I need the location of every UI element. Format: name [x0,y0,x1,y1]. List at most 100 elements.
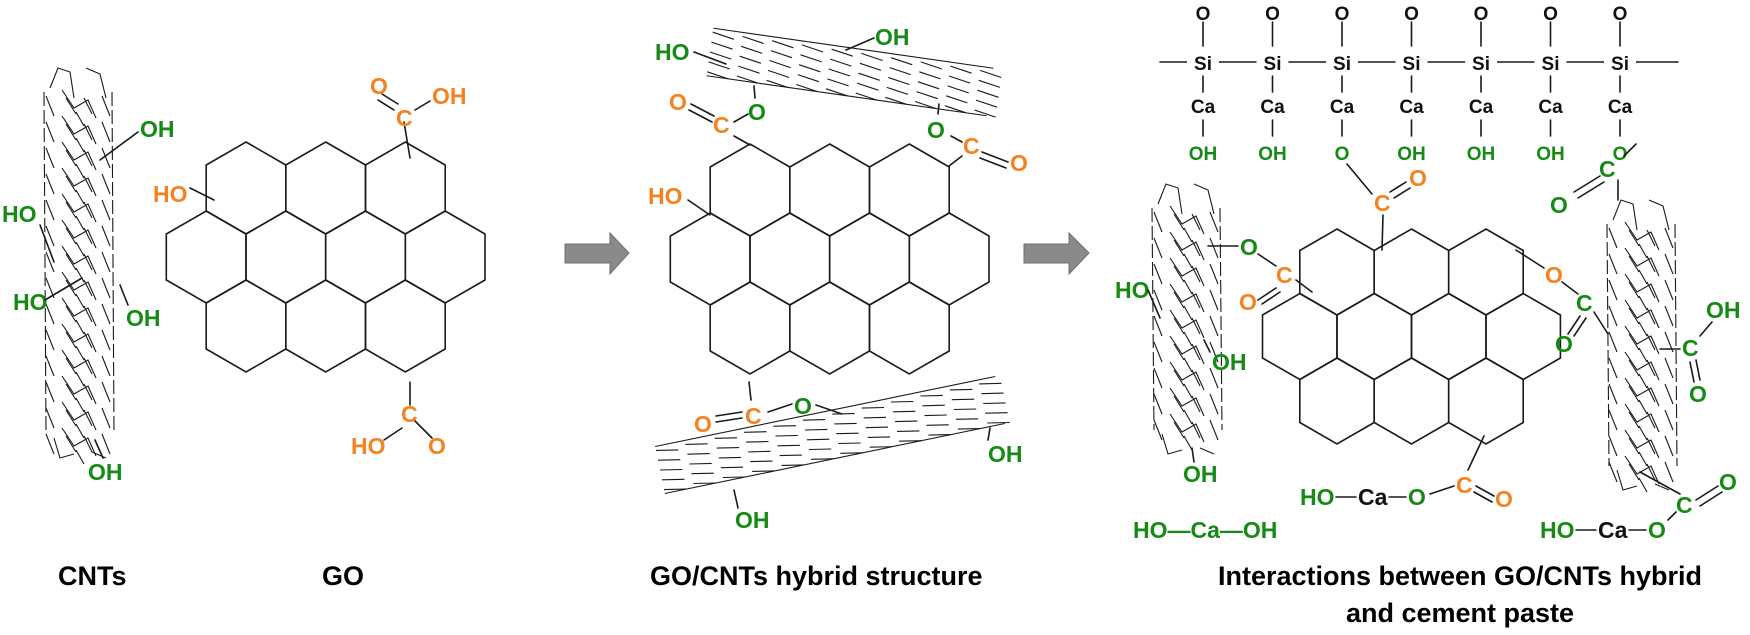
go-hexagon [205,279,287,373]
cnt-ring [45,115,111,153]
hybrid-ester-c: C [963,133,980,159]
interaction-hexagon [1373,357,1450,445]
go-carboxyl-o: O [370,73,388,99]
right-cnt-double-bond [1628,437,1656,455]
cnt-ring [45,271,111,309]
cnt-ring [45,401,111,439]
cnt-double-bond [65,123,93,141]
hybrid-bottom-cnt-oh: OH [988,441,1023,467]
csh-terminal-group: OH [1397,144,1426,165]
csh-ester-bonds [1346,163,1411,251]
si-mask [1326,48,1358,76]
csh-ester-o-double: O [1409,165,1427,191]
hybrid-hydroxyl: HO [648,183,683,209]
cnt-ring [45,323,111,361]
go-hexagon [205,141,287,235]
left-cnt-ring [1153,231,1219,269]
bottom-cnt-segment [657,392,1004,461]
csh-calcium: Ca [1469,97,1494,118]
bottom-cnt-segment [655,382,1002,451]
cnt-double-bond [65,227,93,245]
left-cnt-wall [1151,207,1223,431]
right-cnt-double-bond [1628,229,1656,247]
csh-terminal-group: OH [1467,144,1496,165]
right-ester-bonds [1515,249,1609,337]
csh-oxygen: O [1543,4,1558,25]
si-mask [1395,48,1428,76]
interaction-hexagon [1299,228,1375,316]
hybrid-ester-top-right-bonds [937,103,1009,169]
cnt-oh-group: OH [88,459,123,485]
csh-silicon: Si [1264,54,1282,75]
right-cnt-ring [1608,377,1674,415]
cnt-cap [49,67,107,459]
hybrid-bottom-cnt [655,375,1010,495]
right-cnt-double-bond [1628,281,1656,299]
bridge-ho: HO [1540,517,1575,543]
hybrid-hexagon [709,143,791,237]
csh-silicon: Si [1542,54,1560,75]
bridge-ca: Ca [1598,517,1628,543]
right-ester-o-link: O [1545,262,1563,288]
csh-terminal-group: O [1335,144,1350,165]
go-hexagon-lattice [165,141,486,373]
go-hydroxyl-bond [189,187,215,201]
go-carboxyl-bottom-bonds [383,381,433,441]
arrow-right-icon [564,231,630,276]
hybrid-hexagon [789,143,871,237]
right-cnt-ring [1608,429,1674,467]
right-cnt-ring [1608,273,1674,311]
left-ester-bonds [1257,253,1313,305]
csh-oxygen: O [1265,4,1280,25]
interaction-left-cnt [1151,183,1223,455]
right-cnt-cap [1612,199,1670,491]
interaction-hexagon [1261,292,1338,381]
left-cnt-ring [1153,283,1219,321]
hybrid-bottom-cnt-bonds [733,427,991,509]
right-cnt-o: O [1689,381,1707,407]
bridge-c: C [1456,472,1473,498]
right-cnt-double-bond [1628,359,1656,377]
csh-calcium: Ca [1330,97,1355,118]
right-cnt-wall [1606,223,1678,467]
hybrid-hexagon [789,281,871,375]
cnt-substituent-bonds [39,131,139,459]
bridge-o: O [1408,484,1426,510]
hybrid-hexagon [868,143,950,237]
hybrid-ester-o-link: O [794,393,812,419]
go-hexagon [285,141,367,235]
bridge-o: O [1648,517,1666,543]
csh-terminal-group: OH [1536,144,1565,165]
cnt-double-bond [65,409,93,427]
go-hexagon [165,210,247,304]
caption-interactions-line1: Interactions between GO/CNTs hybrid [1218,561,1702,591]
right-cnt-double-bond [1628,307,1656,325]
cnt-double-bond [65,279,93,297]
left-cnt-ring [1153,413,1219,451]
hybrid-ester-c: C [713,112,730,138]
cnt-double-bond [65,201,93,219]
csh-silicon: Si [1403,54,1421,75]
csh-oxygen: O [1613,4,1628,25]
interaction-hexagon [1336,292,1413,381]
csh-silicon: Si [1611,54,1629,75]
bridge-c: C [1676,492,1693,518]
left-cnt-double-bond [1173,369,1201,387]
hybrid-top-cnt-bonds [693,37,875,65]
cnt-double-bond [65,175,93,193]
bridge-ca: Ca [1358,484,1388,510]
cnt-oh-group: OH [140,116,175,142]
hybrid-go-lattice [669,143,990,375]
right-cnt-double-bond [1628,411,1656,429]
left-cnt-oh: OH [1183,461,1218,487]
cnt-ring [45,375,111,413]
csh-silicon: Si [1333,54,1351,75]
cnt-ring [45,89,111,127]
right-cnt-ring [1608,299,1674,337]
hybrid-hexagon [868,281,950,375]
